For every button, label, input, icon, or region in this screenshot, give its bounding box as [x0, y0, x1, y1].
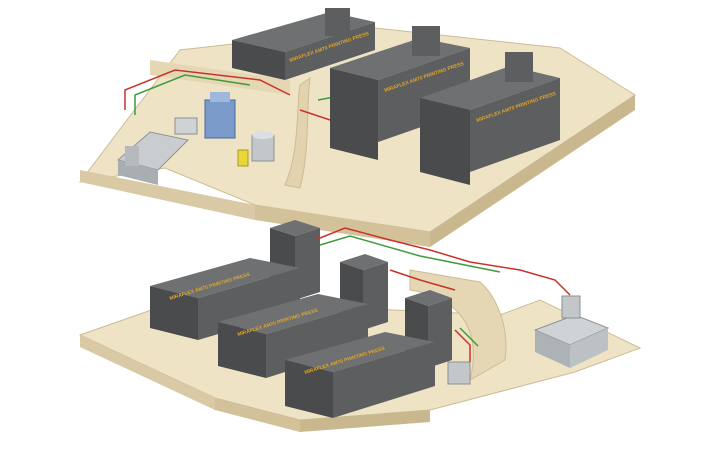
- top-back-wall: [150, 60, 290, 95]
- bottom-plant-layout: MIRAFLEX AM70 PRINTING PRESS MIRAFLEX AM…: [78, 220, 642, 432]
- bottom-ink-room-equipment: [447, 295, 610, 385]
- bottom-press-3: MIRAFLEX AM70 PRINTING PRESS: [285, 332, 435, 418]
- top-divider-wall: [284, 76, 311, 189]
- top-press-2: MIRAFLEX AM70 PRINTING PRESS: [330, 26, 470, 160]
- top-press-1: MIRAFLEX AM70 PRINTING PRESS: [232, 8, 375, 80]
- bottom-press-2: MIRAFLEX AM70 PRINTING PRESS: [218, 294, 368, 378]
- bottom-dryer-towers: [270, 220, 452, 368]
- top-ink-room-equipment: [116, 92, 275, 185]
- top-plant-layout: MIRAFLEX AM70 PRINTING PRESS MIRAFLEX AM…: [78, 8, 636, 247]
- bottom-pipework: [314, 227, 571, 362]
- top-press-3: MIRAFLEX AM70 PRINTING PRESS: [420, 52, 560, 185]
